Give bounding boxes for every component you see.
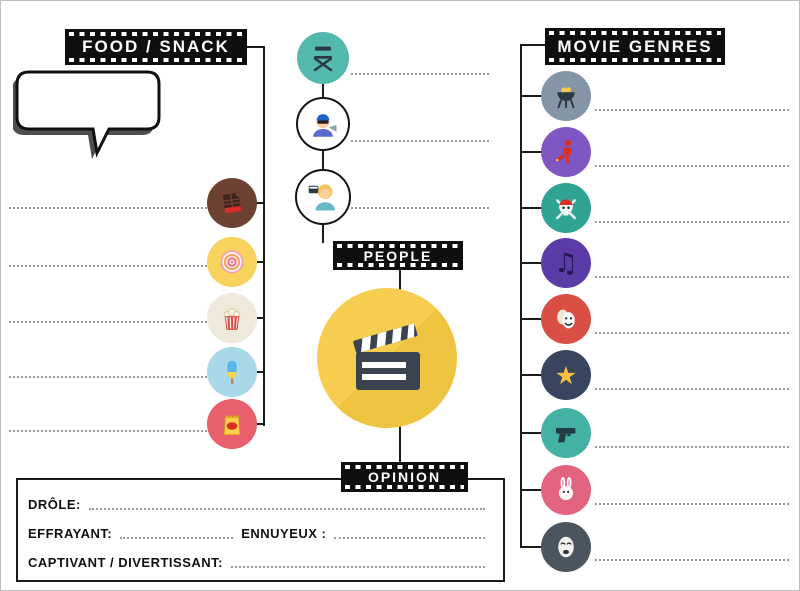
connector-line — [521, 318, 542, 320]
director-chair-icon — [297, 32, 349, 84]
connector-line — [399, 426, 401, 464]
opinion-row-captivant: CAPTIVANT / DIVERTISSANT: — [18, 546, 503, 570]
connector-line — [247, 46, 265, 48]
connector-line — [399, 270, 401, 292]
people-header: PEOPLE — [333, 241, 463, 270]
tragedy-mask-icon — [541, 522, 591, 572]
connector-line — [255, 261, 265, 263]
sheriff-badge-icon: ★ — [541, 350, 591, 400]
connector-line — [521, 44, 546, 46]
answer-line-genre-9[interactable] — [595, 559, 789, 561]
movie-genres-title: MOVIE GENRES — [557, 36, 713, 56]
clapperboard-person-icon — [295, 169, 351, 225]
sheriff-star-glyph: ★ — [554, 360, 578, 390]
music-notes-glyph: ♫ — [553, 247, 579, 279]
opinion-header: OPINION — [341, 462, 468, 492]
connector-line — [255, 202, 265, 204]
answer-line-food-4[interactable] — [9, 376, 207, 378]
answer-line-food-3[interactable] — [9, 321, 207, 323]
answer-line-genre-7[interactable] — [595, 446, 789, 448]
comedy-masks-icon — [541, 294, 591, 344]
answer-line-genre-3[interactable] — [595, 221, 789, 223]
answer-line-people-1[interactable] — [351, 73, 489, 75]
connector-line — [521, 207, 542, 209]
connector-line — [255, 371, 265, 373]
captivant-answer-line[interactable] — [231, 554, 485, 568]
answer-line-genre-4[interactable] — [595, 276, 789, 278]
drole-answer-line[interactable] — [88, 496, 485, 510]
connector-line — [521, 374, 542, 376]
effrayant-label: EFFRAYANT: — [28, 526, 113, 541]
grill-icon — [541, 71, 591, 121]
answer-line-people-3[interactable] — [351, 207, 489, 209]
pistol-icon — [541, 408, 591, 458]
connector-line — [521, 262, 542, 264]
people-title: PEOPLE — [363, 247, 433, 264]
opinion-title: OPINION — [367, 469, 442, 485]
speech-bubble — [12, 67, 165, 178]
rabbit-icon — [541, 465, 591, 515]
connector-line — [521, 489, 542, 491]
music-notes-icon: ♫ — [541, 238, 591, 288]
connector-line — [521, 95, 542, 97]
action-figure-icon — [541, 127, 591, 177]
ennuyeux-answer-line[interactable] — [334, 525, 485, 539]
food-snack-header: FOOD / SNACK — [65, 29, 247, 65]
drole-label: DRÔLE: — [28, 497, 81, 512]
popcorn-icon — [207, 293, 257, 343]
opinion-box: DRÔLE: EFFRAYANT: ENNUYEUX : CAPTIVANT /… — [16, 478, 505, 582]
connector-line — [322, 83, 324, 243]
ennuyeux-label: ENNUYEUX : — [241, 526, 327, 541]
answer-line-food-1[interactable] — [9, 207, 207, 209]
clapperboard-icon — [353, 323, 420, 390]
center-movie-badge — [317, 288, 457, 428]
opinion-row-drole: DRÔLE: — [18, 488, 503, 512]
pirate-skull-icon — [541, 183, 591, 233]
answer-line-genre-8[interactable] — [595, 503, 789, 505]
food-snack-title: FOOD / SNACK — [82, 37, 230, 56]
connector-line — [521, 432, 542, 434]
chocolate-icon — [207, 178, 257, 228]
chips-icon — [207, 399, 257, 449]
candy-swirl-icon — [207, 237, 257, 287]
answer-line-genre-1[interactable] — [595, 109, 789, 111]
speech-bubble-icon — [12, 70, 161, 159]
answer-line-food-5[interactable] — [9, 430, 207, 432]
connector-line — [521, 546, 542, 548]
effrayant-answer-line[interactable] — [120, 525, 234, 539]
answer-line-genre-2[interactable] — [595, 165, 789, 167]
answer-line-genre-5[interactable] — [595, 332, 789, 334]
answer-line-people-2[interactable] — [351, 140, 489, 142]
connector-line — [520, 44, 522, 548]
connector-line — [255, 423, 265, 425]
opinion-row-effrayant-ennuyeux: EFFRAYANT: ENNUYEUX : — [18, 517, 503, 541]
answer-line-food-2[interactable] — [9, 265, 207, 267]
connector-line — [255, 317, 265, 319]
connector-line — [263, 46, 265, 426]
captivant-label: CAPTIVANT / DIVERTISSANT: — [28, 555, 223, 570]
film-director-icon — [296, 97, 350, 151]
movie-genres-header: MOVIE GENRES — [545, 28, 725, 65]
popsicle-icon — [207, 347, 257, 397]
connector-line — [521, 151, 542, 153]
answer-line-genre-6[interactable] — [595, 388, 789, 390]
